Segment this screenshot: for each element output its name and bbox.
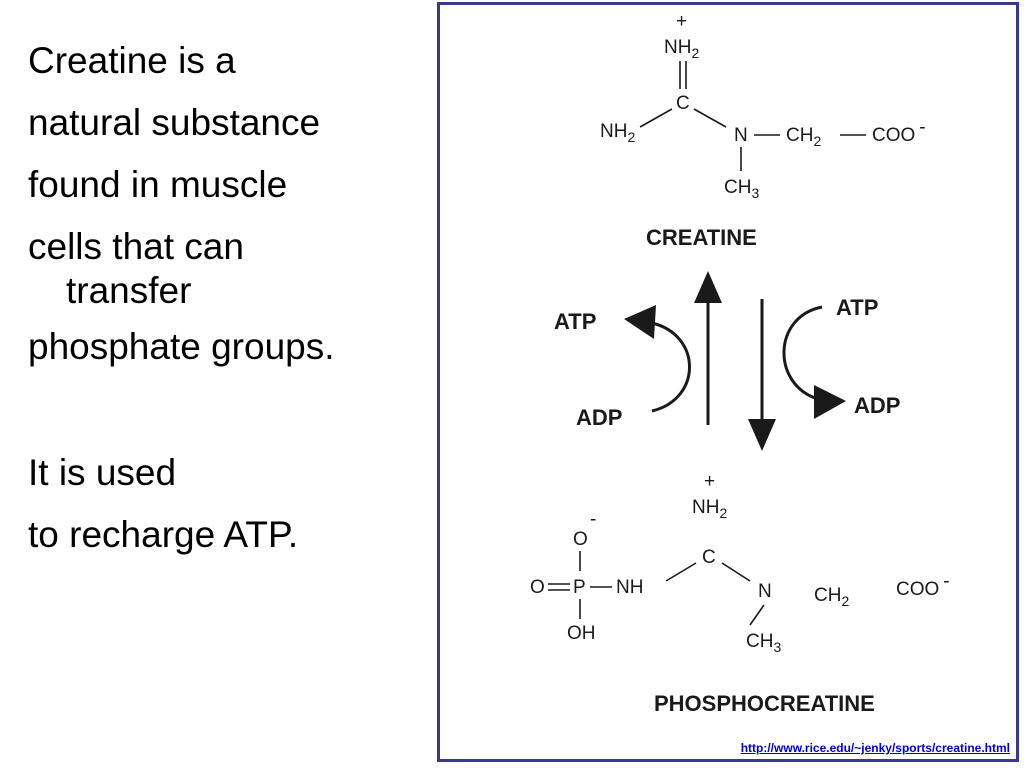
oxygen-top-label: O bbox=[573, 529, 588, 550]
text-line: Creatine is a bbox=[28, 40, 236, 81]
methylene-label: CH2 bbox=[786, 125, 821, 149]
amine-left-label: NH2 bbox=[600, 121, 635, 145]
bond bbox=[749, 604, 765, 626]
nh-label: NH bbox=[616, 577, 643, 598]
phosphorus-label: P bbox=[573, 577, 586, 598]
text-line: found in muscle bbox=[28, 164, 288, 205]
text-line: natural substance bbox=[28, 102, 321, 143]
slide-text: Creatine is a natural substance found in… bbox=[28, 30, 428, 566]
bond bbox=[665, 562, 697, 582]
subscript: 2 bbox=[813, 133, 821, 149]
bond bbox=[639, 108, 673, 128]
paragraph-gap bbox=[28, 378, 428, 442]
atp-right-label: ATP bbox=[836, 295, 878, 320]
right-curved-arrow bbox=[782, 305, 823, 401]
oxygen-left-label: O bbox=[530, 577, 545, 598]
methylene-label: CH2 bbox=[814, 585, 849, 609]
atom-label: CH bbox=[724, 177, 751, 198]
text-line: cells that can bbox=[28, 226, 244, 267]
nitrogen-label: N bbox=[734, 125, 748, 146]
right-curved-arrow-head bbox=[814, 385, 846, 419]
subscript: 2 bbox=[691, 45, 699, 61]
charge: - bbox=[590, 509, 596, 530]
methyl-label: CH3 bbox=[746, 631, 781, 655]
plus-charge: + bbox=[704, 471, 715, 492]
text-line: phosphate groups. bbox=[28, 326, 335, 367]
down-arrow-head bbox=[748, 419, 776, 451]
creatine-name: CREATINE bbox=[646, 225, 757, 250]
text-line: It is used bbox=[28, 452, 177, 493]
subscript: 2 bbox=[719, 505, 727, 521]
amine-label: NH2 bbox=[692, 497, 727, 521]
carboxylate-label: COO- bbox=[896, 571, 950, 600]
charge: - bbox=[919, 117, 925, 138]
creatine-structure: + NH2 C NH2 N CH2 COO- CH3 CREATINE bbox=[600, 11, 926, 250]
source-url-link[interactable]: http://www.rice.edu/~jenky/sports/creati… bbox=[740, 741, 1010, 755]
amine-top-label: NH2 bbox=[664, 37, 699, 61]
left-curved-arrow bbox=[651, 321, 691, 413]
subscript: 3 bbox=[773, 639, 781, 655]
adp-left-label: ADP bbox=[576, 405, 622, 430]
hydroxyl-label: OH bbox=[567, 623, 596, 644]
atp-left-label: ATP bbox=[554, 309, 596, 334]
atom-label: CH bbox=[746, 631, 773, 652]
plus-charge: + bbox=[676, 11, 687, 32]
atom-label: NH bbox=[664, 37, 691, 58]
atom-label: CH bbox=[786, 125, 813, 146]
up-arrow-head bbox=[694, 271, 722, 303]
left-curved-arrow-head bbox=[624, 305, 656, 339]
carboxylate-label: COO- bbox=[872, 117, 926, 146]
reaction-diagram: + NH2 C NH2 N CH2 COO- CH3 CREATINE bbox=[530, 11, 950, 716]
atom-label: COO bbox=[872, 125, 915, 146]
text-line: to recharge ATP. bbox=[28, 514, 299, 555]
adp-right-label: ADP bbox=[854, 393, 900, 418]
charge: - bbox=[943, 571, 949, 592]
bond bbox=[721, 562, 751, 582]
subscript: 3 bbox=[751, 185, 759, 201]
nitrogen-label: N bbox=[758, 581, 772, 602]
atom-label: NH bbox=[600, 121, 627, 142]
subscript: 2 bbox=[627, 129, 635, 145]
reaction-arrows: ATP ADP ATP ADP bbox=[554, 271, 900, 451]
phosphocreatine-structure: + NH2 C - O O P NH OH N CH2 COO- CH3 PHO… bbox=[530, 471, 950, 716]
atom-label: COO bbox=[896, 579, 939, 600]
atom-label: NH bbox=[692, 497, 719, 518]
text-line-indented: transfer bbox=[66, 270, 192, 311]
phosphocreatine-name: PHOSPHOCREATINE bbox=[654, 691, 875, 716]
carbon-label: C bbox=[676, 93, 690, 114]
bond bbox=[693, 108, 727, 128]
carbon-label: C bbox=[702, 547, 716, 568]
subscript: 2 bbox=[841, 593, 849, 609]
diagram-frame: + NH2 C NH2 N CH2 COO- CH3 CREATINE bbox=[437, 2, 1019, 762]
methyl-label: CH3 bbox=[724, 177, 759, 201]
atom-label: CH bbox=[814, 585, 841, 606]
